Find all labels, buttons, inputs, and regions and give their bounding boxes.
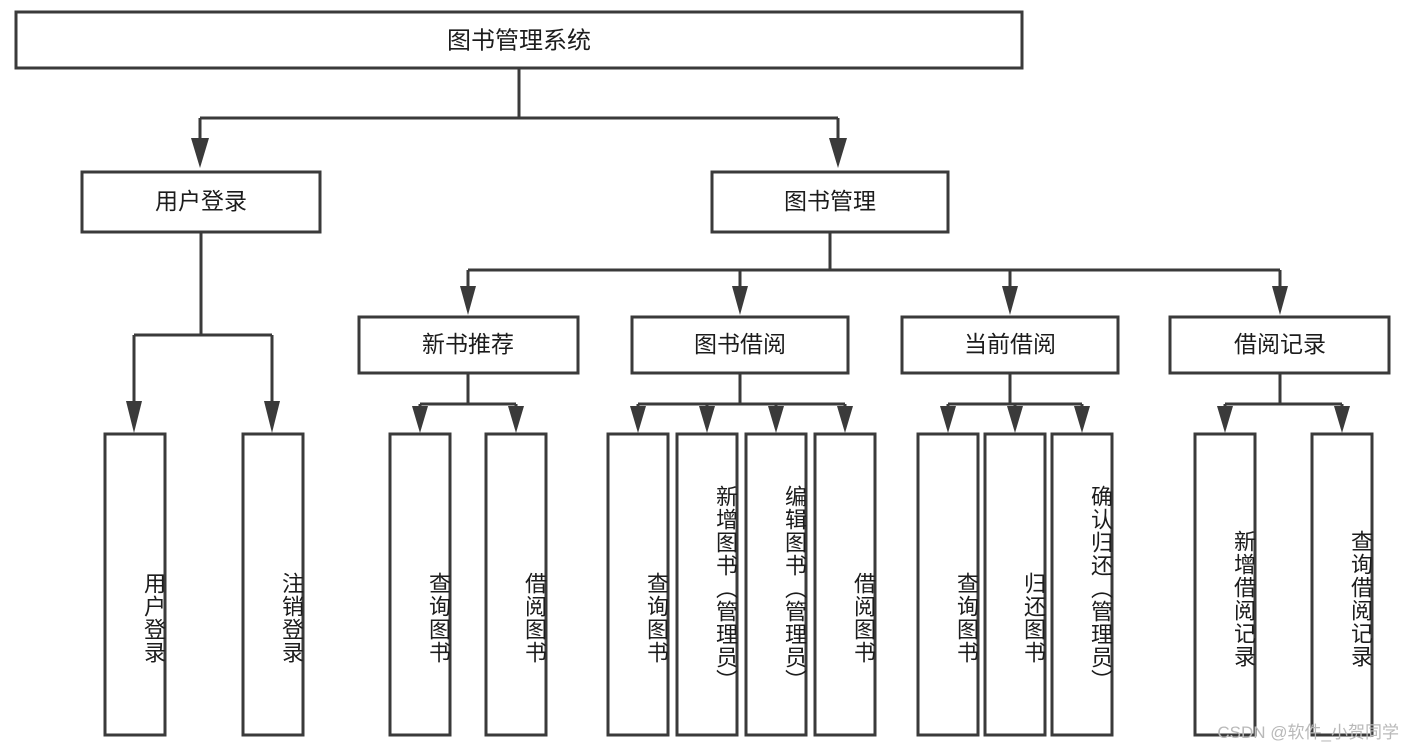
leaf-box-edit-book[interactable] xyxy=(744,432,808,737)
connector-user-login-to-leaves xyxy=(126,232,280,433)
leaf-box-user-login[interactable] xyxy=(103,432,167,737)
node-borrow-record-label: 借阅记录 xyxy=(1234,331,1326,357)
leaf-box-borrow-book-1[interactable] xyxy=(484,432,548,737)
arrow-head-borrow-record xyxy=(1272,286,1288,315)
arrow-head-leaf-add-book xyxy=(699,406,715,433)
node-book-borrow[interactable]: 图书借阅 xyxy=(630,315,850,375)
connector-root-to-level1 xyxy=(191,68,847,168)
leaf-box-add-record[interactable] xyxy=(1193,432,1257,737)
arrow-head-leaf-query-book-3 xyxy=(940,406,956,433)
node-borrow-record[interactable]: 借阅记录 xyxy=(1168,315,1391,375)
connector-new-book-recommend-to-leaves xyxy=(412,373,524,433)
node-book-manage[interactable]: 图书管理 xyxy=(710,170,950,234)
leaf-box-logout[interactable] xyxy=(241,432,305,737)
node-root-label: 图书管理系统 xyxy=(447,27,591,54)
leaf-box-query-book-1[interactable] xyxy=(388,432,452,737)
connector-borrow-record-to-leaves xyxy=(1217,373,1350,433)
node-new-book-recommend-rect[interactable] xyxy=(357,315,580,375)
node-user-login-label: 用户登录 xyxy=(155,188,247,214)
node-book-borrow-label: 图书借阅 xyxy=(694,331,786,357)
arrow-head-leaf-logout xyxy=(264,401,280,433)
arrow-head-new-book-recommend xyxy=(460,286,476,315)
leaf-box-confirm-return[interactable] xyxy=(1050,432,1114,737)
node-root[interactable]: 图书管理系统 xyxy=(14,10,1024,70)
leaf-box-borrow-book-2[interactable] xyxy=(813,432,877,737)
arrow-head-leaf-borrow-book-2 xyxy=(837,406,853,433)
leaf-box-add-book[interactable] xyxy=(675,432,739,737)
arrow-head-leaf-query-book-1 xyxy=(412,406,428,433)
node-current-borrow-label: 当前借阅 xyxy=(964,331,1056,357)
connector-book-manage-to-level2 xyxy=(460,232,1288,315)
arrow-head-current-borrow xyxy=(1002,286,1018,315)
node-current-borrow-rect[interactable] xyxy=(900,315,1120,375)
arrow-head-leaf-return-book xyxy=(1007,406,1023,433)
arrow-head-leaf-user-login xyxy=(126,401,142,433)
node-new-book-recommend[interactable]: 新书推荐 xyxy=(357,315,580,375)
leaf-box-return-book[interactable] xyxy=(983,432,1047,737)
arrow-head-leaf-edit-book xyxy=(768,406,784,433)
node-book-manage-label: 图书管理 xyxy=(784,188,876,214)
node-root-rect[interactable] xyxy=(14,10,1024,70)
arrow-head-leaf-query-book-2 xyxy=(630,406,646,433)
leaf-box-query-book-3[interactable] xyxy=(916,432,980,737)
connector-current-borrow-to-leaves xyxy=(940,373,1090,433)
arrow-head-user-login xyxy=(191,138,209,168)
leaf-box-query-book-2[interactable] xyxy=(606,432,670,737)
arrow-head-leaf-confirm-return xyxy=(1074,406,1090,433)
arrow-head-leaf-borrow-book-1 xyxy=(508,406,524,433)
node-current-borrow[interactable]: 当前借阅 xyxy=(900,315,1120,375)
leaf-box-query-record[interactable] xyxy=(1310,432,1374,737)
arrow-head-leaf-add-record xyxy=(1217,406,1233,433)
node-user-login-rect[interactable] xyxy=(80,170,322,234)
arrow-head-book-borrow xyxy=(732,286,748,315)
node-user-login[interactable]: 用户登录 xyxy=(80,170,322,234)
arrow-head-leaf-query-record xyxy=(1334,406,1350,433)
arrow-head-book-manage xyxy=(829,138,847,168)
watermark: CSDN @软件_小贺同学 xyxy=(1217,723,1399,742)
connector-book-borrow-to-leaves xyxy=(630,373,853,433)
node-new-book-recommend-label: 新书推荐 xyxy=(422,331,514,357)
